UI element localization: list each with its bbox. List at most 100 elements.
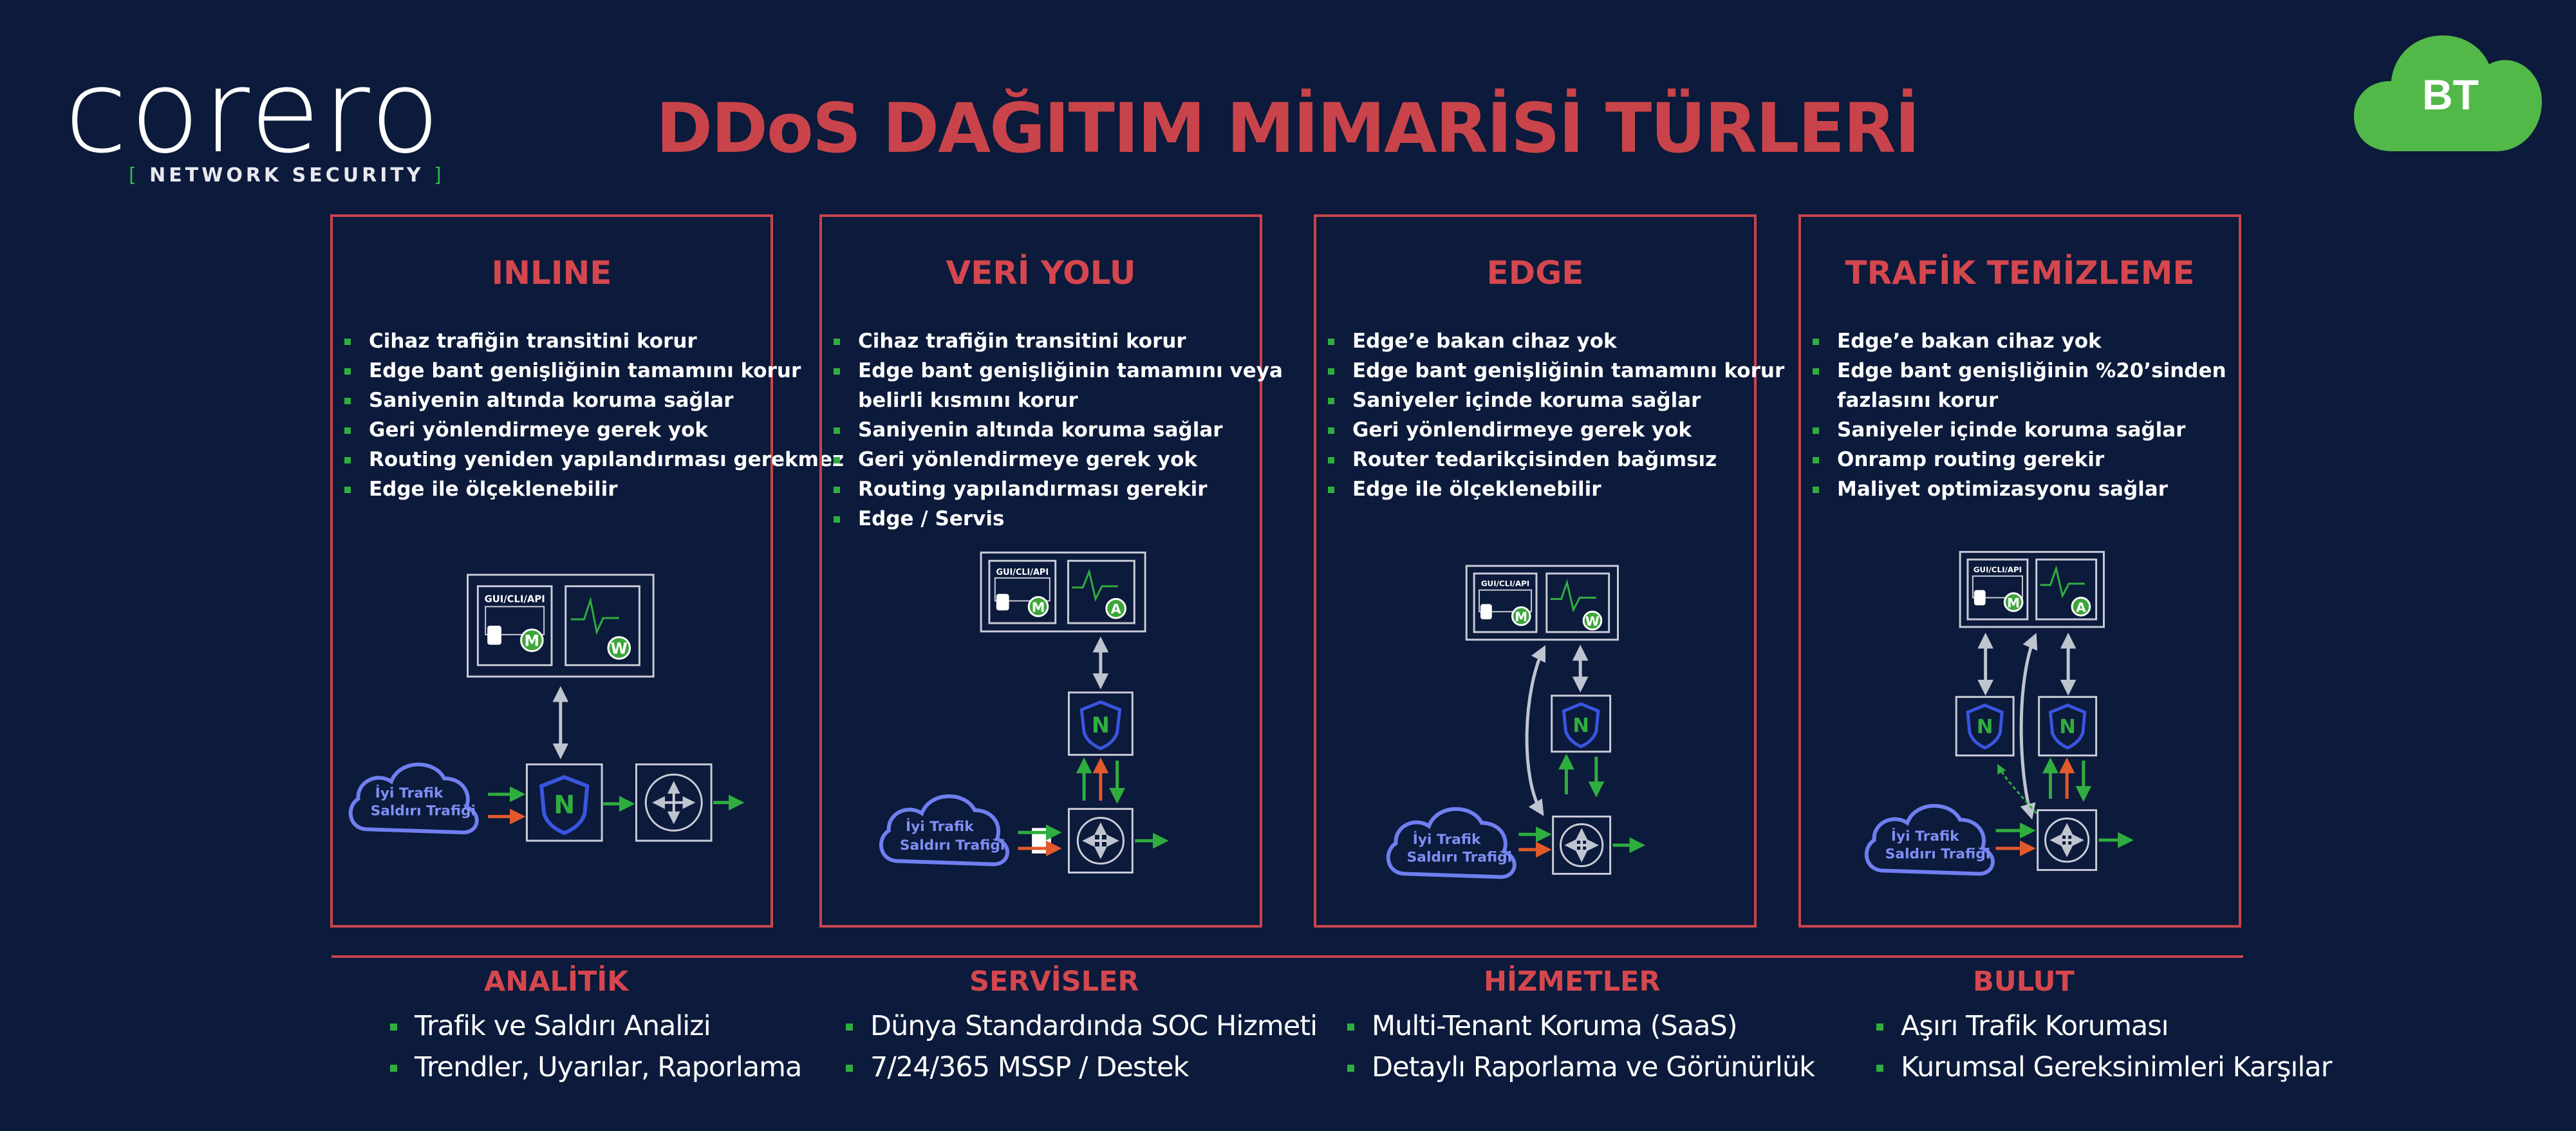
list-item: Maliyet optimizasyonu sağlar: [1813, 474, 2235, 504]
panel-veri-yolu: VERİ YOLU Cihaz trafiğin transitini koru…: [819, 214, 1283, 928]
database-icon: [1480, 604, 1492, 620]
router-icon: [1068, 808, 1134, 874]
edge-diagram: GUI/CLI/API M W N İyi Trafik Saldırı Tra…: [1386, 565, 1645, 879]
management-console: GUI/CLI/API M A: [980, 551, 1146, 633]
list-item: Trafik ve Saldırı Analizi: [390, 1005, 801, 1047]
cloud-attack-traffic: Saldırı Trafiği: [900, 837, 1005, 854]
traffic-cloud: İyi Trafik Saldırı Trafiği: [879, 794, 1051, 866]
m-badge: M: [1032, 599, 1045, 615]
w-badge: W: [1585, 614, 1600, 629]
shield-n-device: N: [1551, 695, 1612, 753]
list-item: Detaylı Raporlama ve Görünürlük: [1347, 1047, 1815, 1088]
curved-arrow: [2019, 633, 2038, 820]
m-badge: M: [525, 632, 540, 650]
pulse-icon: [2040, 565, 2085, 599]
pulse-icon: [1550, 579, 1596, 613]
service-title: BULUT: [1973, 966, 2075, 998]
n-label: N: [1092, 713, 1110, 738]
service-list: Multi-Tenant Koruma (SaaS) Detaylı Rapor…: [1347, 1005, 1815, 1088]
list-item: Saniyenin altında koruma sağlar: [834, 415, 1256, 445]
list-item: Routing yeniden yapılandırması gerekmez: [344, 445, 844, 474]
management-console: GUI/CLI/API M W: [1465, 565, 1619, 641]
panel-title: INLINE: [491, 254, 612, 292]
traffic-cloud: İyi Trafik Saldırı Trafiği: [1864, 803, 1995, 876]
service-list: Dünya Standardında SOC Hizmeti 7/24/365 …: [846, 1005, 1318, 1088]
console-label: GUI/CLI/API: [485, 594, 545, 604]
trafik-temizleme-diagram: GUI/CLI/API M A N N İyi Traf: [1864, 550, 2134, 876]
console-label: GUI/CLI/API: [996, 568, 1049, 577]
cloud-good-traffic: İyi Trafik: [1891, 828, 1959, 845]
shield-icon: [1966, 703, 2004, 750]
n-label: N: [554, 790, 575, 820]
corero-logo: corero [ NETWORK SECURITY ]: [64, 55, 476, 209]
feature-list: Edge’e bakan cihaz yok Edge bant genişli…: [1328, 326, 1784, 504]
list-item: fazlasını korur: [1837, 389, 1999, 412]
shield-icon: [539, 775, 590, 836]
page-title: DDoS DAĞITIM MİMARİSİ TÜRLERİ: [656, 89, 1920, 168]
list-item: Routing yapılandırması gerekir: [834, 474, 1256, 504]
router-icon: [2037, 809, 2098, 872]
database-icon: [487, 626, 501, 645]
list-item: Edge’e bakan cihaz yok: [1813, 326, 2235, 356]
cloud-attack-traffic: Saldırı Trafiği: [371, 803, 476, 819]
list-item: Edge bant genişliğinin tamamını veya: [834, 356, 1283, 386]
service-list: Aşırı Trafik Koruması Kurumsal Gereksini…: [1876, 1005, 2332, 1088]
list-item: Trendler, Uyarılar, Raporlama: [390, 1047, 802, 1088]
m-badge: M: [2007, 595, 2020, 610]
list-item: Edge bant genişliğinin tamamını korur: [1328, 356, 1784, 386]
list-item: Edge’e bakan cihaz yok: [1328, 326, 1750, 356]
badge-text: BT: [2422, 71, 2479, 118]
list-item: Kurumsal Gereksinimleri Karşılar: [1876, 1047, 2332, 1088]
panel-trafik-temizleme: TRAFİK TEMİZLEME Edge’e bakan cihaz yok …: [1798, 214, 2241, 928]
cloud-good-traffic: İyi Trafik: [1413, 831, 1481, 848]
cloud-icon: BT: [2354, 35, 2542, 151]
list-item: Edge bant genişliğinin %20’sinden: [1813, 356, 2235, 386]
document-icon: [1032, 828, 1051, 854]
list-item: Geri yönlendirmeye gerek yok: [1328, 415, 1750, 445]
list-item: Onramp routing gerekir: [1813, 445, 2235, 474]
shield-n-device: N: [525, 763, 603, 842]
list-item: belirli kısmını korur: [858, 389, 1078, 412]
panel-title: VERİ YOLU: [946, 254, 1136, 292]
bracket-close: ]: [434, 164, 445, 187]
list-item: Geri yönlendirmeye gerek yok: [834, 445, 1256, 474]
section-divider: [331, 955, 2243, 958]
curved-arrow: [1525, 645, 1546, 816]
shield-n-device-right: N: [2038, 696, 2098, 757]
service-title: SERVİSLER: [969, 966, 1139, 998]
n-label: N: [1977, 716, 1993, 738]
traffic-cloud: İyi Trafik Saldırı Trafiği: [1386, 807, 1517, 879]
veri-yolu-diagram: GUI/CLI/API M A N İyi Trafik Saldırı Tra…: [879, 551, 1169, 874]
feature-list: Cihaz trafiğin transitini korur Edge ban…: [344, 326, 844, 504]
list-item: Edge / Servis: [834, 504, 1256, 534]
list-item: Saniyenin altında koruma sağlar: [344, 386, 767, 415]
logo-wordmark: corero: [64, 45, 443, 178]
m-badge: M: [1515, 610, 1527, 624]
logo-subtitle-text: NETWORK SECURITY: [149, 164, 424, 187]
panel-title: TRAFİK TEMİZLEME: [1845, 254, 2195, 292]
shield-n-device-left: N: [1955, 696, 2015, 757]
shield-icon: [1079, 700, 1122, 751]
panel-title: EDGE: [1486, 254, 1584, 292]
list-item: Router tedarikçisinden bağımsız: [1328, 445, 1750, 474]
database-icon: [996, 594, 1009, 611]
list-item: 7/24/365 MSSP / Destek: [846, 1047, 1317, 1088]
service-list: Trafik ve Saldırı Analizi Trendler, Uyar…: [390, 1005, 802, 1088]
w-badge: W: [611, 639, 628, 657]
router-icon: [1552, 816, 1612, 875]
cloud-icon: [1864, 803, 1995, 876]
traffic-cloud: İyi Trafik Saldırı Trafiği: [348, 762, 479, 835]
cloud-icon: [879, 794, 1009, 866]
bt-cloud-badge: BT: [2354, 19, 2544, 158]
list-item: Saniyeler içinde koruma sağlar: [1813, 415, 2235, 445]
list-item: Aşırı Trafik Koruması: [1876, 1005, 2331, 1047]
n-label: N: [2059, 716, 2076, 738]
cloud-good-traffic: İyi Trafik: [906, 818, 974, 835]
management-console: GUI/CLI/API M W: [467, 574, 655, 678]
list-item: Saniyeler içinde koruma sağlar: [1328, 386, 1750, 415]
list-item: Cihaz trafiğin transitini korur: [344, 326, 767, 356]
management-console: GUI/CLI/API M A: [1959, 550, 2105, 628]
panel-edge: EDGE Edge’e bakan cihaz yok Edge bant ge…: [1314, 214, 1784, 928]
shield-icon: [1562, 702, 1600, 749]
console-label: GUI/CLI/API: [1481, 579, 1529, 588]
